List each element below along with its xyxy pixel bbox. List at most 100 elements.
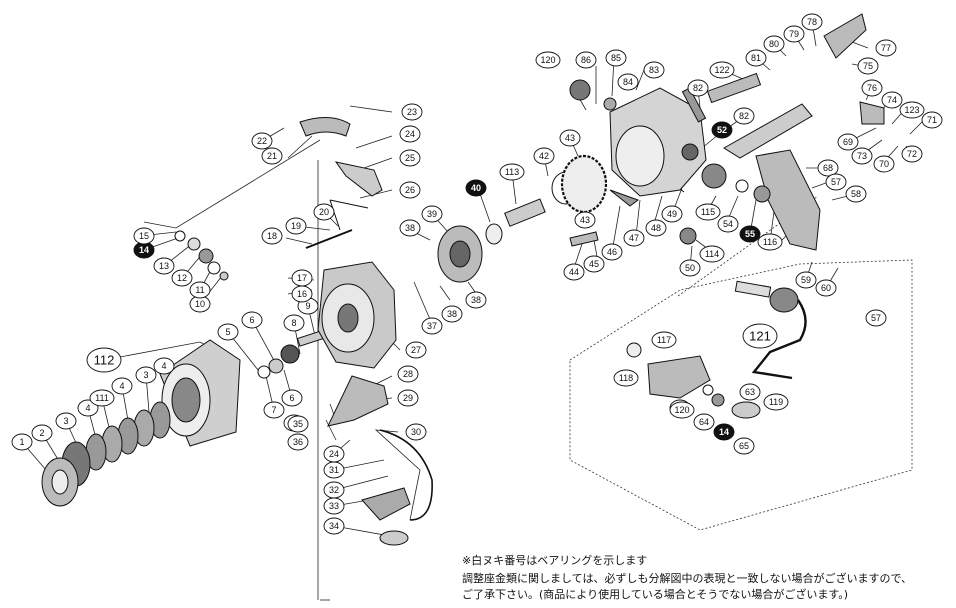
callout-bubble	[499, 163, 525, 181]
part-callout: 118	[613, 369, 639, 387]
part-callout: 82	[733, 107, 755, 125]
part-callout: 38	[465, 291, 487, 309]
part-callout: 30	[405, 423, 427, 441]
part-callout: 58	[845, 185, 867, 203]
callout-bubble	[261, 147, 283, 165]
part-callout: 20	[313, 203, 335, 221]
part-callout: 6	[241, 311, 263, 329]
callout-number: 57	[831, 177, 841, 187]
part-callout: 5	[217, 323, 239, 341]
callout-bubble	[845, 185, 867, 203]
callout-number: 79	[789, 29, 799, 39]
part-callout: 74	[881, 91, 903, 109]
part-callout: 120	[535, 51, 561, 69]
callout-number: 119	[769, 397, 783, 407]
callout-bubble	[733, 437, 755, 455]
part-callout: 11	[189, 281, 211, 299]
part-callout: 113	[499, 163, 525, 181]
callout-number: 31	[329, 465, 339, 475]
callout-number: 18	[267, 231, 277, 241]
callout-number: 8	[291, 318, 296, 328]
callout-bubble	[287, 415, 309, 433]
gear-assembly	[437, 154, 697, 283]
part-callout: 35	[287, 415, 309, 433]
callout-bubble	[693, 413, 715, 431]
part-callout: 80	[763, 35, 785, 53]
callout-bubble	[171, 269, 193, 287]
part-callout: 27	[405, 341, 427, 359]
callout-bubble	[699, 245, 725, 263]
part-callout: 8	[283, 314, 305, 332]
callout-number: 4	[85, 403, 90, 413]
part-callout: 119	[763, 393, 789, 411]
callout-number: 116	[763, 237, 777, 247]
callout-bubble	[465, 291, 487, 309]
handle-assembly	[626, 280, 807, 419]
part-callout: 34	[323, 517, 345, 535]
callout-number: 15	[139, 231, 149, 241]
part-callout: 86	[575, 51, 597, 69]
callout-bubble	[283, 314, 305, 332]
callout-bubble	[399, 149, 421, 167]
callout-bubble	[801, 13, 823, 31]
callout-number: 112	[94, 353, 115, 368]
callout-bubble	[574, 211, 596, 229]
callout-bubble	[55, 412, 77, 430]
callout-number: 43	[580, 215, 590, 225]
part-callout: 21	[261, 147, 283, 165]
part-callout: 115	[695, 203, 721, 221]
callout-bubble	[837, 133, 859, 151]
callout-bubble	[783, 25, 805, 43]
callout-bubble	[643, 61, 665, 79]
part-callout: 38	[441, 305, 463, 323]
callout-bubble	[851, 147, 873, 165]
callout-number: 45	[589, 259, 599, 269]
callout-number: 3	[63, 416, 68, 426]
callout-number: 14	[719, 427, 729, 437]
callout-number: 16	[297, 289, 307, 299]
callout-number: 70	[879, 159, 889, 169]
handle-group-outline	[569, 195, 913, 531]
callout-bubble	[421, 205, 443, 223]
callout-number: 64	[699, 417, 709, 427]
callout-number: 43	[565, 133, 575, 143]
callout-bubble	[291, 269, 313, 287]
callout-bubble	[881, 91, 903, 109]
part-callout: 60	[815, 279, 837, 297]
callout-bubble	[31, 424, 53, 442]
callout-bubble	[601, 243, 623, 261]
bearing-callout: 14	[133, 241, 155, 259]
callout-number: 73	[857, 151, 867, 161]
callout-bubble	[323, 517, 345, 535]
callout-bubble	[559, 129, 581, 147]
callout-number: 72	[907, 149, 917, 159]
callout-bubble	[533, 147, 555, 165]
callout-number: 120	[540, 55, 555, 65]
part-callout: 83	[643, 61, 665, 79]
callout-number: 27	[411, 345, 421, 355]
part-callout: 120	[669, 401, 695, 419]
part-callout: 28	[397, 365, 419, 383]
callout-bubble	[661, 205, 683, 223]
callout-number: 113	[505, 167, 519, 177]
callout-number: 3	[143, 370, 148, 380]
callout-number: 118	[619, 373, 633, 383]
part-callout: 42	[533, 147, 555, 165]
part-callout: 23	[401, 103, 423, 121]
callout-bubble	[285, 217, 307, 235]
callout-number: 69	[843, 137, 853, 147]
callout-number: 49	[667, 209, 677, 219]
callout-number: 63	[745, 387, 755, 397]
bearing-callout: 55	[739, 225, 761, 243]
callout-number: 120	[674, 405, 689, 415]
callout-number: 20	[319, 207, 329, 217]
callout-bubble	[397, 365, 419, 383]
callout-number: 30	[411, 427, 421, 437]
callout-bubble	[742, 323, 778, 349]
callout-bubble	[241, 311, 263, 329]
callout-number: 82	[693, 83, 703, 93]
part-callout: 44	[563, 263, 585, 281]
callout-number: 34	[329, 521, 339, 531]
callout-number: 57	[871, 313, 881, 323]
